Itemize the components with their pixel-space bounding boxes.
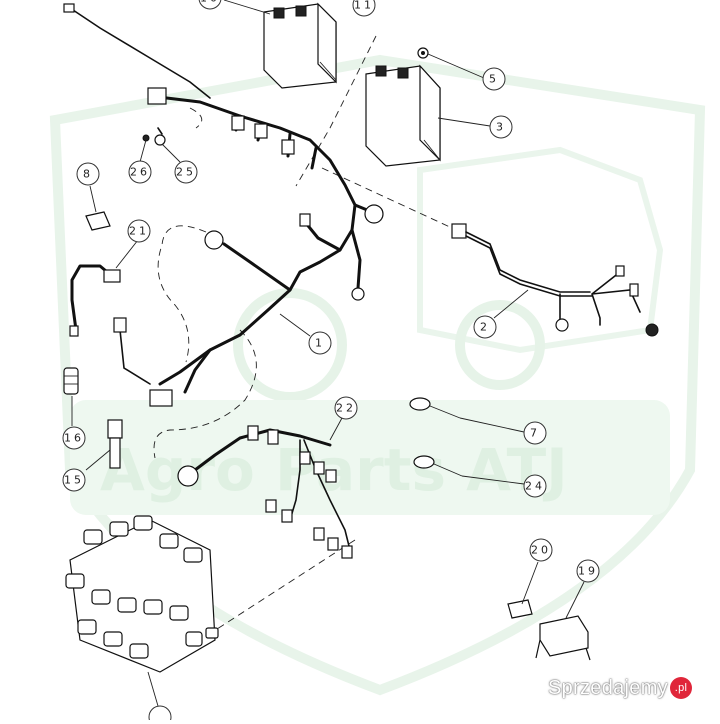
callout-label: 3 <box>496 121 506 134</box>
brand-name: Sprzedajemy <box>547 677 668 699</box>
fitting-15[interactable] <box>107 419 123 469</box>
callout-label: 20 <box>531 544 551 557</box>
callout-8[interactable]: 8 <box>76 162 100 186</box>
callout-19[interactable]: 19 <box>576 559 600 583</box>
cable-tie-7[interactable] <box>409 397 461 419</box>
callout-label: 8 <box>83 168 93 181</box>
callout-label: 21 <box>129 225 149 238</box>
site-brand: Sprzedajemy.pl <box>548 677 692 700</box>
callout-label: 19 <box>578 565 598 578</box>
callout-label: 5 <box>489 73 499 86</box>
callout-20[interactable]: 20 <box>529 538 553 562</box>
harness-2[interactable] <box>451 223 659 337</box>
cable-tie-24[interactable] <box>413 455 463 477</box>
relay-19[interactable] <box>535 615 591 661</box>
callout-label: 25 <box>176 166 196 179</box>
callout-label: 24 <box>525 480 545 493</box>
dashed-guides <box>153 35 453 641</box>
sensor-16[interactable] <box>63 367 79 395</box>
controller-module-10[interactable] <box>263 2 337 89</box>
callout-15[interactable]: 15 <box>62 468 86 492</box>
callout-label: 16 <box>64 432 84 445</box>
main-harness-1[interactable] <box>63 3 384 407</box>
brand-badge: .pl <box>670 677 692 699</box>
valve-block[interactable] <box>65 515 219 673</box>
callout-1[interactable]: 1 <box>308 331 332 355</box>
callout-11[interactable]: 11 <box>352 0 376 17</box>
callout-leaders <box>71 0 585 707</box>
clamp-25[interactable] <box>154 127 166 146</box>
callout-label: 2 <box>480 321 490 334</box>
connector-8[interactable] <box>85 211 111 231</box>
callout-22[interactable]: 22 <box>334 396 358 420</box>
nut-5[interactable] <box>417 47 429 59</box>
jumper-harness-21[interactable] <box>69 264 121 337</box>
callout-label: 26 <box>130 166 150 179</box>
callout-label: 1 <box>315 337 325 350</box>
callout-21[interactable]: 21 <box>127 219 151 243</box>
callout-label: 10 <box>200 0 220 5</box>
callout-24[interactable]: 24 <box>523 474 547 498</box>
harness-22[interactable] <box>177 425 353 559</box>
callout-label: 7 <box>530 427 540 440</box>
controller-module-3[interactable] <box>365 64 441 167</box>
callout-26[interactable]: 26 <box>128 160 152 184</box>
callout-label: 11 <box>354 0 374 12</box>
callout-7[interactable]: 7 <box>523 421 547 445</box>
bracket-20[interactable] <box>507 599 533 619</box>
callout-10[interactable]: 10 <box>198 0 222 10</box>
callout-2[interactable]: 2 <box>473 315 497 339</box>
callout-3[interactable]: 3 <box>489 115 513 139</box>
callout-25[interactable]: 25 <box>174 160 198 184</box>
callout-16[interactable]: 16 <box>62 426 86 450</box>
callout-5[interactable]: 5 <box>482 67 506 91</box>
callout-label: 22 <box>336 402 356 415</box>
callout-label: 15 <box>64 474 84 487</box>
callout-bottom[interactable] <box>148 705 172 724</box>
